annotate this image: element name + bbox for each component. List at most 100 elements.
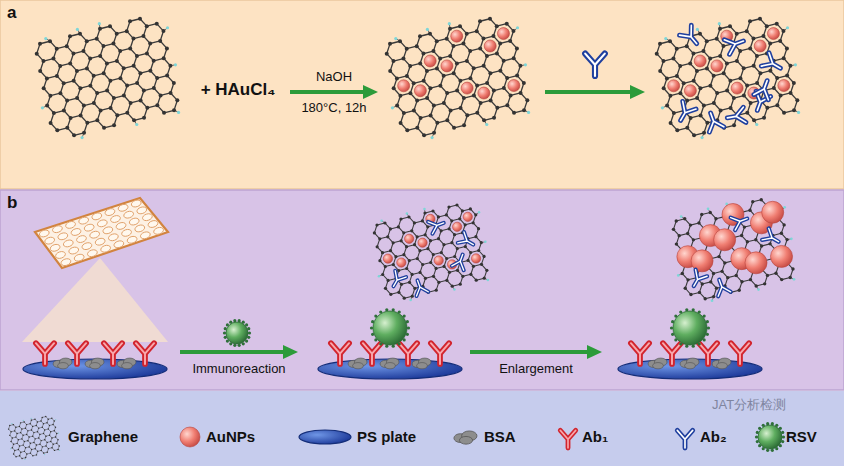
carbon-atom: [740, 280, 743, 283]
carbon-atom: [461, 42, 465, 46]
carbon-atom: [20, 422, 21, 423]
carbon-bond: [10, 435, 12, 438]
carbon-atom: [469, 273, 472, 276]
carbon-atom: [72, 133, 76, 137]
carbon-atom: [775, 22, 779, 26]
carbon-atom: [775, 103, 779, 107]
carbon-atom: [36, 425, 37, 426]
carbon-atom: [25, 457, 26, 458]
carbon-atom: [768, 69, 772, 73]
carbon-atom: [415, 99, 419, 103]
carbon-atom: [38, 437, 39, 438]
carbon-bond: [48, 425, 49, 429]
antibody-core: [680, 25, 703, 48]
zoom-beam: [22, 258, 168, 342]
carbon-atom: [735, 32, 739, 36]
carbon-bond: [33, 454, 37, 456]
carbon-atom: [388, 69, 392, 73]
carbon-atom: [498, 69, 502, 73]
carbon-atom: [26, 434, 27, 435]
carbon-atom: [28, 436, 29, 437]
antibody-symbol: [631, 343, 649, 364]
carbon-atom: [491, 34, 495, 38]
carbon-atom: [109, 106, 113, 110]
carbon-atom: [45, 416, 46, 417]
carbon-atom: [478, 46, 482, 50]
carbon-atom: [743, 225, 746, 228]
edge-hydrogen: [453, 288, 456, 291]
carbon-bond: [45, 436, 46, 440]
plate-well: [153, 226, 164, 235]
antibody-outline: [104, 343, 122, 364]
antibody-core: [631, 343, 649, 364]
edge-hydrogen: [485, 123, 488, 126]
edge-hydrogen: [783, 206, 786, 209]
arrow-shaft: [470, 350, 590, 354]
carbon-atom: [695, 69, 699, 73]
carbon-atom: [661, 59, 665, 63]
carbon-bond: [52, 418, 54, 421]
carbon-bond: [25, 428, 27, 431]
carbon-atom: [95, 37, 99, 41]
gold-nanoparticle: [767, 28, 779, 40]
carbon-atom: [518, 64, 522, 68]
carbon-atom: [440, 251, 443, 254]
antibody-outline: [674, 101, 696, 124]
edge-hydrogen: [790, 237, 793, 240]
plate-well: [57, 232, 68, 241]
antibody-outline: [699, 343, 717, 364]
antibody-outline: [762, 228, 782, 247]
carbon-atom: [58, 91, 62, 95]
carbon-atom: [139, 98, 143, 102]
carbon-atom: [461, 209, 464, 212]
antibody-outline: [731, 343, 749, 364]
carbon-atom: [62, 81, 66, 85]
carbon-bond: [33, 425, 37, 427]
antibody-core: [452, 252, 469, 270]
carbon-atom: [435, 39, 439, 43]
carbon-atom: [442, 265, 445, 268]
carbon-atom: [125, 84, 129, 88]
process-arrow: [470, 345, 602, 359]
antibody-symbol: [731, 343, 749, 364]
carbon-atom: [413, 287, 416, 290]
antibody-symbol: [136, 343, 154, 364]
carbon-atom: [389, 249, 392, 252]
edge-hydrogen: [391, 106, 394, 109]
carbon-bond: [29, 443, 30, 447]
carbon-atom: [32, 455, 33, 456]
carbon-atom: [92, 74, 96, 78]
carbon-atom: [459, 283, 462, 286]
carbon-atom: [472, 66, 476, 70]
carbon-bond: [22, 435, 23, 439]
carbon-atom: [742, 94, 746, 98]
antibody-core: [726, 107, 746, 125]
plate-well: [76, 234, 87, 243]
carbon-atom: [118, 76, 122, 80]
carbon-atom: [478, 19, 482, 23]
bsa-blob: [680, 358, 699, 369]
antibody-core: [688, 270, 707, 290]
plate-well: [142, 213, 153, 222]
carbon-bond: [24, 440, 28, 442]
carbon-atom: [737, 289, 740, 292]
gold-nanoparticle: [397, 258, 406, 267]
carbon-bond: [28, 441, 30, 444]
carbon-atom: [700, 213, 703, 216]
carbon-atom: [14, 450, 15, 451]
carbon-atom: [785, 238, 788, 241]
carbon-bond: [54, 431, 56, 434]
carbon-atom: [408, 259, 411, 262]
antibody-symbol: [731, 212, 750, 230]
carbon-atom: [717, 255, 720, 258]
carbon-atom: [65, 99, 69, 103]
carbon-atom: [402, 253, 405, 256]
edge-hydrogen: [793, 278, 796, 281]
edge-hydrogen: [58, 433, 59, 434]
legend-label: RSV: [786, 428, 817, 446]
carbon-bond: [15, 431, 17, 434]
carbon-atom: [23, 421, 24, 422]
edge-hydrogen: [786, 26, 789, 29]
carbon-atom: [748, 46, 752, 50]
